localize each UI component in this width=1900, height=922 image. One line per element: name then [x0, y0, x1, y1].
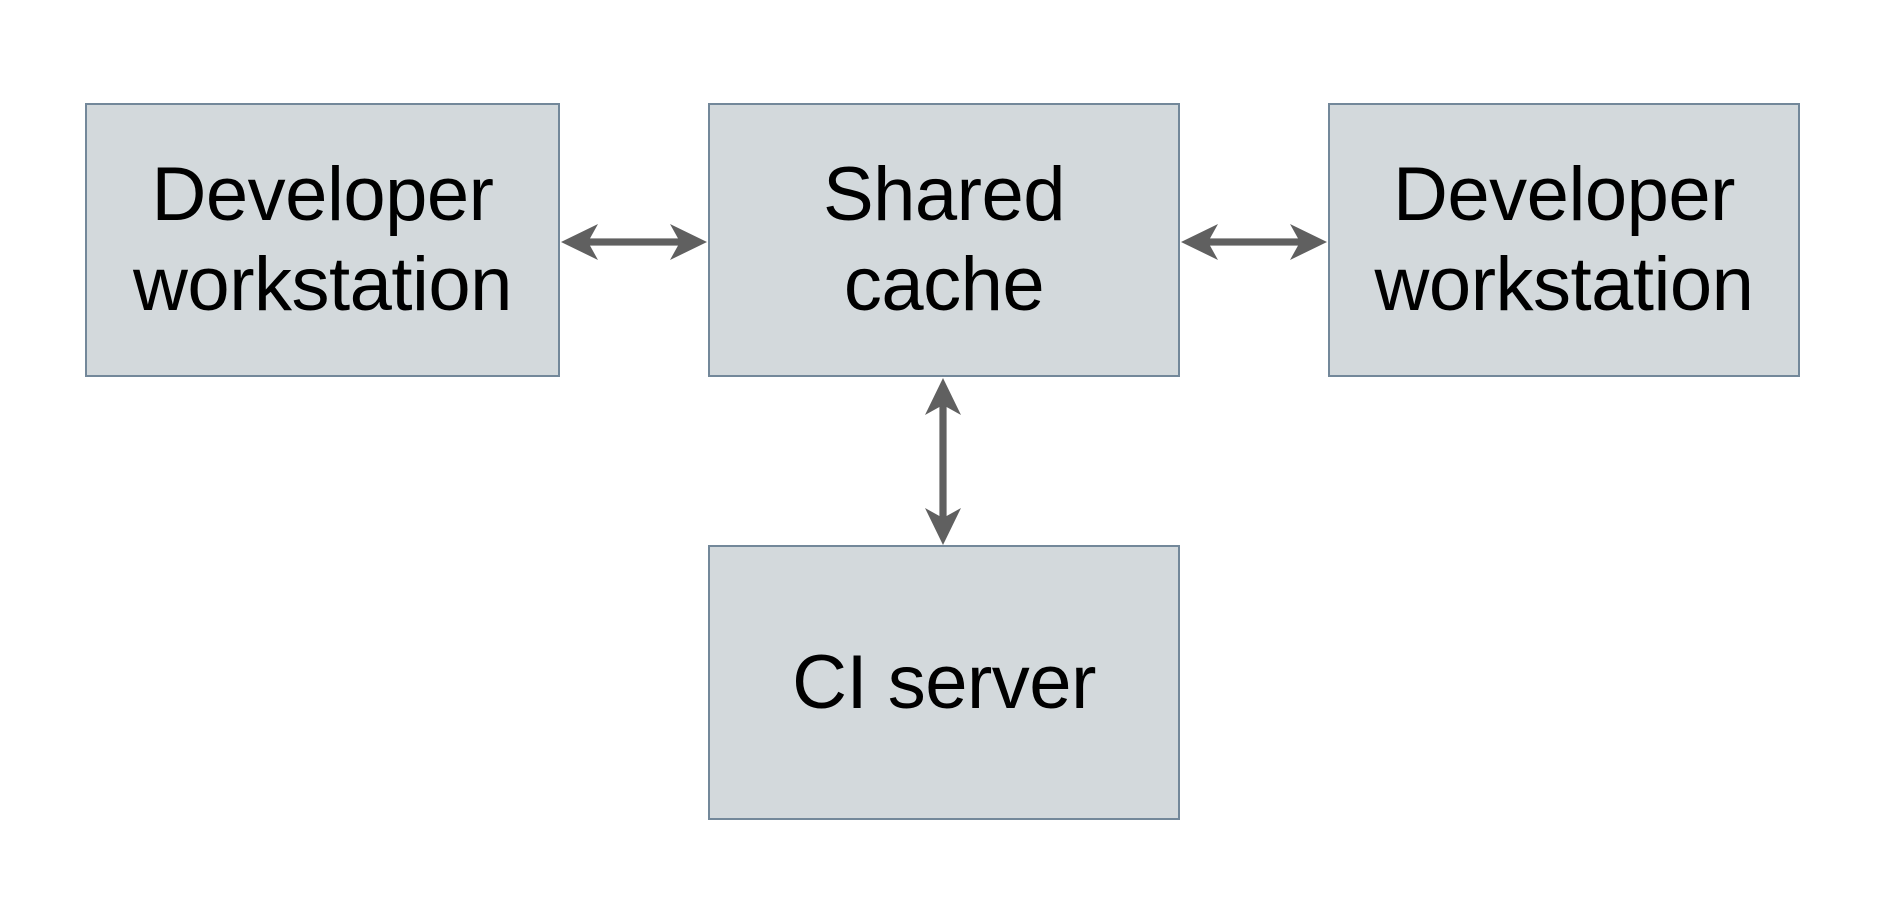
double-arrow-icon: [925, 378, 961, 545]
node-label: CI server: [792, 639, 1096, 725]
node-ci-server: CI server: [708, 545, 1180, 820]
bidirectional-arrow-workstation-left-cache: [561, 220, 707, 264]
double-arrow-icon: [1181, 224, 1327, 260]
bidirectional-arrow-cache-workstation-right: [1181, 220, 1327, 264]
node-developer-workstation-left: Developer workstation: [85, 103, 560, 377]
double-arrow-icon: [561, 224, 707, 260]
node-shared-cache: Shared cache: [708, 103, 1180, 377]
node-label: Developer workstation: [1374, 152, 1754, 327]
bidirectional-arrow-cache-ci-server: [921, 378, 965, 545]
node-label: Developer workstation: [133, 152, 512, 327]
node-label: Shared cache: [822, 152, 1066, 327]
node-developer-workstation-right: Developer workstation: [1328, 103, 1800, 377]
